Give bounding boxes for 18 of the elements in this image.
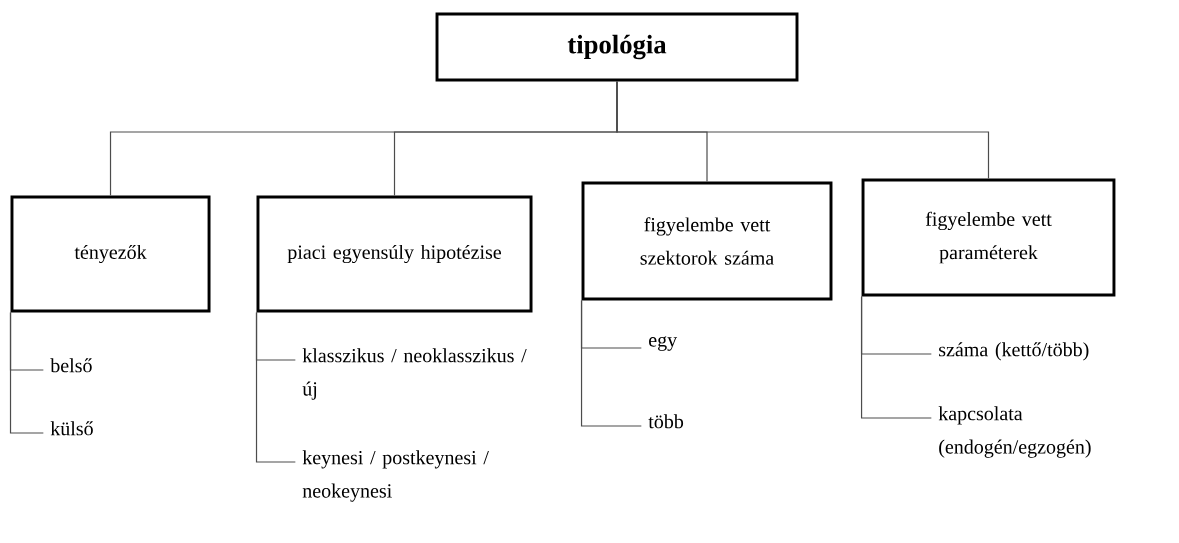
item-label: külső [50, 421, 93, 436]
connector-line [9, 311, 44, 434]
category-box: piaci egyensúly hipotézise [256, 195, 533, 313]
item-label: klasszikus / neoklasszikus / új [302, 348, 527, 400]
connector-line [255, 311, 296, 463]
category-box: figyelembe vett paraméterek [861, 178, 1116, 297]
item-label: kapcsolata (endogén/egzogén) [938, 406, 1091, 458]
category-box: tényezők [10, 195, 211, 313]
item-label: száma (kettő/több) [939, 342, 1089, 361]
item-label: egy [649, 336, 678, 351]
item-label: belső [50, 358, 92, 373]
connector-line [616, 80, 990, 180]
item-label: keynesi / postkeynesi / neokeynesi [302, 450, 489, 502]
category-box: figyelembe vett szektorok száma [581, 181, 833, 301]
title-box: tipológia [435, 12, 799, 82]
connector-line [860, 295, 932, 419]
item-label: több [648, 414, 684, 429]
connector-line [580, 299, 642, 427]
